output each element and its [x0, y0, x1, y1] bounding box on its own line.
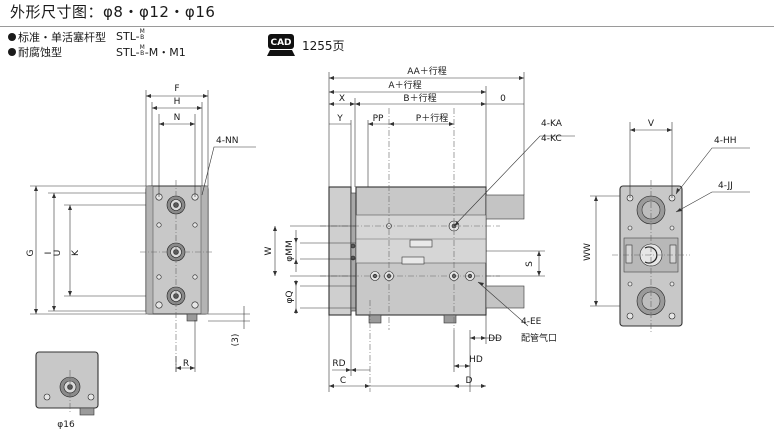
callout-port: 配管气口 — [521, 332, 557, 344]
dim-label-h: H — [174, 97, 181, 107]
dim-label-x: X — [339, 94, 345, 104]
dim-label-ww: WW — [583, 243, 593, 261]
callout-ee: 4-EE — [521, 317, 542, 327]
dim-label-pp: PP — [373, 114, 384, 124]
page-title: 外形尺寸图：φ8・φ12・φ16 — [10, 3, 216, 21]
dim-label-v: V — [648, 119, 655, 129]
callout-jj: 4-JJ — [718, 181, 733, 191]
dim-label-r: R — [183, 359, 189, 369]
dim-label-three: (3) — [231, 334, 241, 347]
model-code: STL- — [116, 46, 140, 59]
callout-kc: 4-KC — [541, 134, 562, 144]
cad-badge-text: CAD — [270, 38, 291, 48]
dim-label-hd: HD — [469, 355, 483, 365]
side-slot-lower — [401, 256, 425, 265]
end-dimension-lines — [590, 122, 750, 307]
callout-hh: 4-HH — [714, 136, 737, 146]
title-rule — [0, 26, 774, 27]
side-end-plate — [328, 186, 352, 316]
dim-label-f: F — [174, 84, 179, 94]
cad-icon[interactable]: CAD — [266, 32, 296, 58]
side-end-gap — [350, 192, 357, 312]
side-slot-upper — [409, 239, 433, 248]
dim-label-a: A＋行程 — [388, 79, 421, 91]
inset-mount-hole — [43, 393, 51, 401]
front-fitting — [186, 313, 198, 322]
dim-label-u: U — [53, 250, 63, 257]
dim-label-p: P＋行程 — [416, 112, 448, 124]
dim-label-g: G — [26, 249, 36, 256]
side-arrowheads — [273, 76, 541, 388]
side-fitting-right — [443, 314, 457, 324]
fraction-bottom: B — [140, 34, 145, 41]
end-side-slot — [669, 244, 677, 264]
dim-label-s: S — [525, 261, 535, 267]
variant-standard-label: 标准・单活塞杆型 — [18, 31, 106, 44]
dim-label-c: C — [340, 376, 346, 386]
end-arrowheads — [594, 128, 682, 306]
dim-label-y: Y — [336, 114, 343, 124]
inset-label-phi16: φ16 — [57, 420, 75, 430]
inset-mount-hole — [87, 393, 95, 401]
callout-ka: 4-KA — [541, 119, 563, 129]
dim-label-k: K — [71, 249, 81, 256]
dim-label-w: W — [264, 246, 274, 255]
dim-label-q: φQ — [285, 290, 295, 303]
front-dimension-lines — [30, 90, 256, 372]
dim-label-nn: 4-NN — [216, 136, 238, 146]
fraction-bottom: B — [140, 50, 145, 57]
side-fitting-left — [368, 314, 382, 324]
side-rod-upper — [485, 194, 525, 220]
front-arrowheads — [34, 94, 208, 370]
fraction-top: M — [139, 44, 145, 51]
bullet-icon — [8, 33, 16, 41]
dim-label-b: B＋行程 — [403, 92, 436, 104]
end-centerlines — [612, 180, 690, 332]
dim-label-i: I — [44, 252, 54, 255]
model-suffix: -M・M1 — [144, 46, 186, 59]
dim-label-mm: φMM — [285, 240, 295, 261]
dim-label-zero: 0 — [500, 94, 506, 104]
model-code: STL- — [116, 30, 140, 43]
dim-label-aa: AA＋行程 — [407, 65, 447, 77]
bullet-icon — [8, 48, 16, 56]
dim-label-rd: RD — [332, 359, 345, 369]
dim-label-dd: DD — [488, 334, 502, 344]
front-mount-holes — [155, 193, 199, 309]
end-side-slot — [625, 244, 633, 264]
fraction-top: M — [139, 28, 145, 35]
front-centerlines — [140, 180, 214, 372]
front-view-edge — [200, 185, 209, 315]
dim-label-d: D — [466, 376, 473, 386]
dimension-labels: F H N 4-NN G I U K R (3) φ16 AA＋行程 A＋行程 … — [26, 65, 737, 430]
variant-corrosion-label: 耐腐蚀型 — [18, 46, 62, 59]
cad-page-ref: 1255页 — [302, 39, 345, 53]
side-rod-lower — [485, 285, 525, 309]
front-view-edge — [145, 185, 154, 315]
inset-fitting — [79, 407, 95, 416]
dim-label-n: N — [174, 113, 181, 123]
